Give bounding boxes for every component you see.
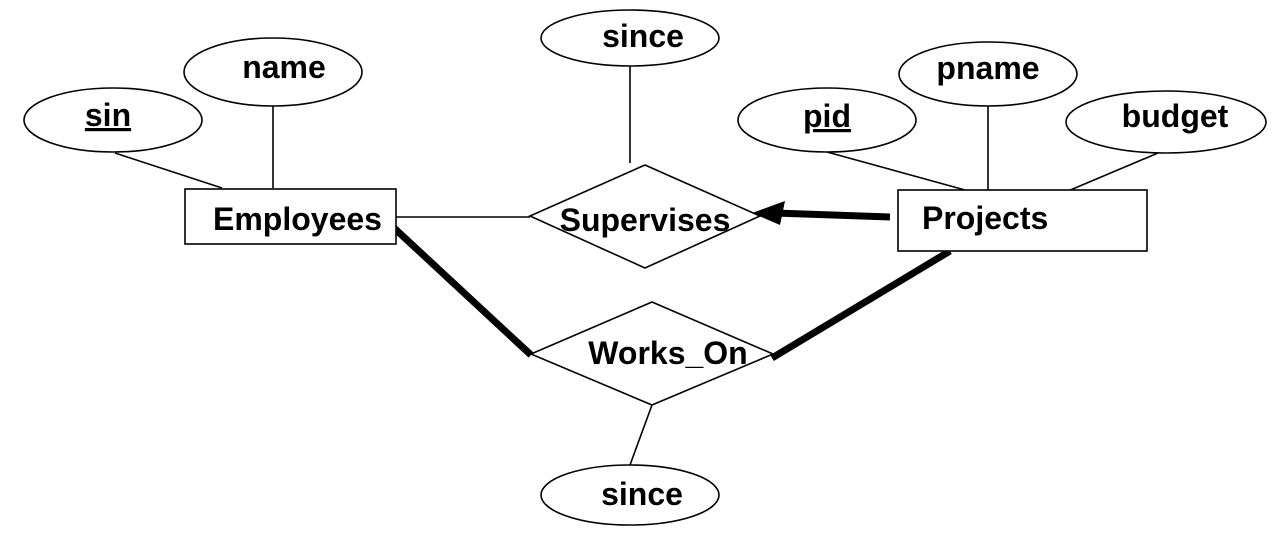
budget-ellipse [1065, 90, 1267, 154]
supervises-since-ellipse [540, 9, 720, 67]
attribute-sin[interactable]: sin [23, 87, 203, 153]
projects-to-works-on-thick-line [770, 248, 952, 361]
arrow-head-icon [752, 201, 785, 225]
entity-projects[interactable]: Projects [897, 189, 1148, 252]
attribute-name[interactable]: name [183, 37, 363, 107]
relationship-supervises[interactable]: Supervises [528, 164, 762, 269]
entity-employees[interactable]: Employees [184, 188, 397, 245]
pid-label: pid [803, 98, 851, 134]
name-label: name [242, 49, 326, 85]
connectors [114, 66, 1159, 466]
employees-label: Employees [213, 201, 382, 237]
attribute-works-on-since[interactable]: since [540, 464, 720, 526]
works-on-diamond [528, 301, 776, 406]
employees-to-works-on-thick-line [390, 224, 534, 358]
attribute-pname[interactable]: pname [898, 41, 1078, 107]
relationship-works-on[interactable]: Works_On [528, 301, 776, 406]
sin-ellipse [23, 87, 203, 153]
pname-ellipse [898, 41, 1078, 107]
pname-label: pname [936, 50, 1039, 86]
works-on-since-line [629, 404, 653, 466]
budget-label: budget [1122, 98, 1229, 134]
name-ellipse [183, 37, 363, 107]
supervises-since-label: since [602, 18, 684, 54]
attribute-supervises-since[interactable]: since [540, 9, 720, 67]
budget-to-projects-line [1067, 152, 1159, 192]
projects-to-supervises-arrow-line [774, 209, 891, 221]
attribute-budget[interactable]: budget [1065, 90, 1267, 154]
sin-label: sin [85, 97, 131, 133]
attribute-pid[interactable]: pid [737, 87, 917, 153]
works-on-since-ellipse [540, 464, 720, 526]
supervises-diamond [528, 164, 762, 269]
pid-ellipse [737, 87, 917, 153]
projects-label: Projects [922, 200, 1048, 236]
works-on-label: Works_On [588, 335, 747, 371]
pid-to-projects-line [826, 151, 966, 191]
sin-to-employees-line [114, 152, 223, 189]
works-on-since-label: since [601, 476, 683, 512]
supervises-label: Supervises [560, 202, 731, 238]
projects-box [897, 189, 1148, 252]
employees-box [184, 188, 397, 245]
